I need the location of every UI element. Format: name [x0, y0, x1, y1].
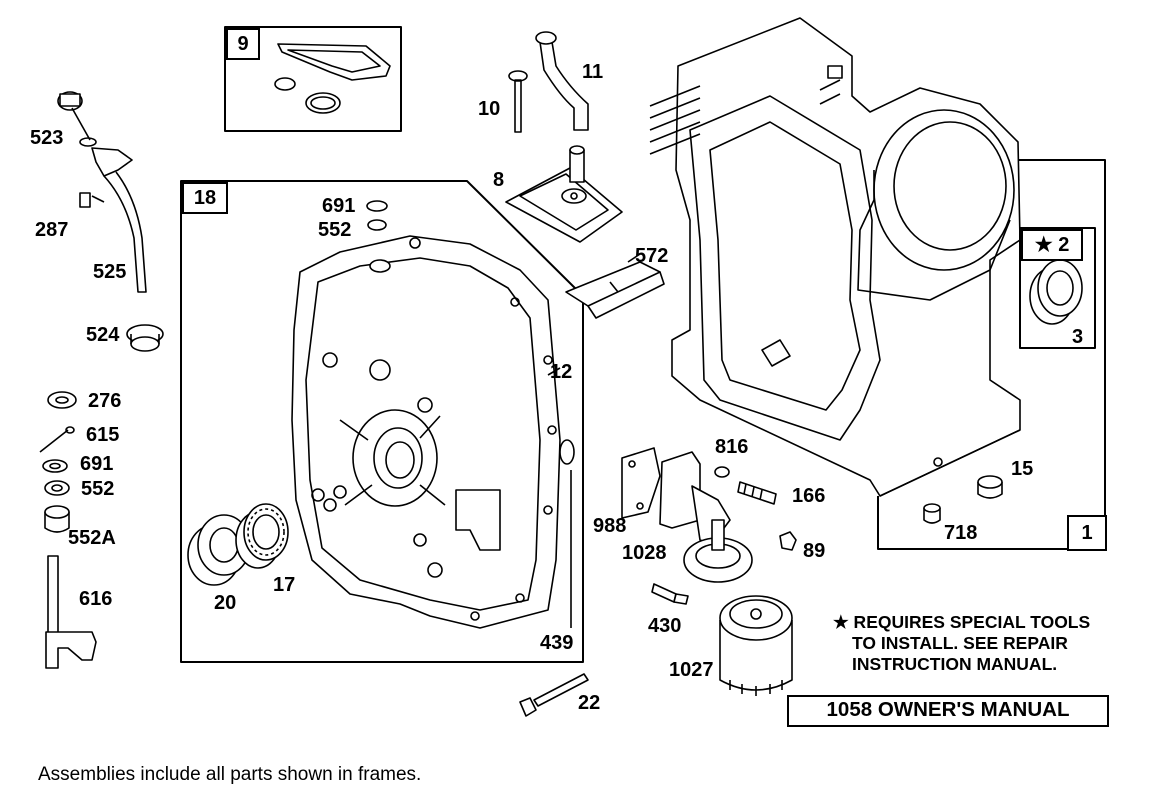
part-15: 15	[1011, 458, 1034, 480]
part-3: 3	[1072, 326, 1084, 348]
part-718: 718	[944, 522, 978, 544]
part-525: 525	[93, 261, 127, 283]
plug-15-icon	[977, 475, 1003, 499]
part-1028: 1028	[622, 542, 667, 564]
plug-524-icon	[126, 324, 164, 352]
washer-552-icon	[367, 219, 387, 231]
part-691-frame: 691	[322, 195, 356, 217]
part-20: 20	[214, 592, 237, 614]
seal-3-icon	[1029, 259, 1083, 325]
part-552A: 552A	[68, 527, 116, 549]
stud-166-icon	[737, 481, 777, 505]
leader-12	[547, 367, 561, 376]
bolt-22-icon	[519, 673, 589, 717]
part-988: 988	[593, 515, 627, 537]
part-1027: 1027	[669, 659, 714, 681]
special-tools-note: ★ REQUIRES SPECIAL TOOLS TO INSTALL. SEE…	[833, 612, 1090, 675]
governor-parts-icon	[39, 391, 97, 669]
part-691-left: 691	[80, 453, 114, 475]
part-12: 12	[550, 361, 573, 383]
washer-691-icon	[366, 200, 388, 212]
gasket-988-icon	[621, 447, 661, 519]
gasket-439-icon	[559, 439, 575, 628]
part-523: 523	[30, 127, 64, 149]
part-11: 11	[582, 61, 604, 83]
bolt-430-icon	[651, 583, 689, 605]
part-89: 89	[803, 540, 826, 562]
note-line-3: INSTRUCTION MANUAL.	[852, 654, 1058, 674]
part-287: 287	[35, 219, 69, 241]
part-10: 10	[478, 98, 501, 120]
part-17: 17	[273, 574, 296, 596]
bearing-17-icon	[235, 503, 289, 569]
frame-9-number: 9	[226, 28, 260, 60]
owners-manual-box: 1058 OWNER'S MANUAL	[787, 695, 1109, 727]
part-552-frame: 552	[318, 219, 352, 241]
part-166: 166	[792, 485, 826, 507]
footnote: Assemblies include all parts shown in fr…	[38, 764, 422, 785]
filter-adapter-icon	[659, 451, 753, 583]
part-572: 572	[635, 245, 669, 267]
oil-filter-1027-icon	[719, 595, 793, 696]
note-line-1: ★ REQUIRES SPECIAL TOOLS	[833, 612, 1091, 632]
part-616: 616	[79, 588, 113, 610]
leader-572	[627, 253, 641, 263]
clip-572-icon	[565, 261, 665, 319]
part-439: 439	[540, 632, 574, 654]
frame-2-label: 2	[1058, 234, 1070, 256]
star-icon: ★	[1034, 234, 1053, 256]
frame-18-border	[180, 180, 584, 663]
cylinder-block-icon	[649, 17, 1021, 497]
frame-2-number: ★ 2	[1021, 229, 1083, 261]
part-524: 524	[86, 324, 120, 346]
gasket-kit-icon	[274, 43, 391, 114]
breather-assembly-icon	[505, 31, 623, 243]
part-615: 615	[86, 424, 120, 446]
frame-1-number: 1	[1067, 515, 1107, 551]
part-552-left: 552	[81, 478, 115, 500]
frame-9-border	[224, 26, 402, 132]
crankcase-cover-icon	[291, 235, 561, 629]
nut-89-icon	[779, 531, 797, 551]
note-line-2: TO INSTALL. SEE REPAIR	[852, 633, 1068, 653]
washer-816-icon	[714, 466, 730, 478]
frame-18-number: 18	[182, 182, 228, 214]
part-276: 276	[88, 390, 122, 412]
dowel-718-icon	[923, 503, 941, 524]
part-22: 22	[578, 692, 601, 714]
part-430: 430	[648, 615, 682, 637]
part-8: 8	[493, 169, 505, 191]
part-816: 816	[715, 436, 749, 458]
dipstick-tube-icon	[57, 91, 147, 293]
